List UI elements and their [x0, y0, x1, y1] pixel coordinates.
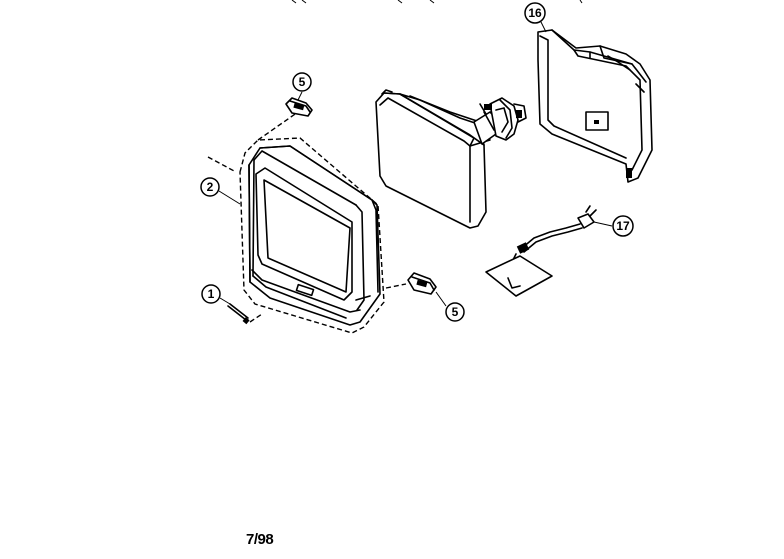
callout-front-cabinet: 2 — [200, 177, 220, 197]
callout-label: 2 — [207, 180, 214, 194]
leader-front-cabinet — [218, 190, 241, 205]
callout-label: 16 — [528, 6, 542, 20]
callout-label: 17 — [616, 219, 630, 233]
speaker-top-part — [285, 91, 313, 117]
footer-date: 7/98 — [246, 531, 274, 548]
speaker-right-part — [385, 272, 447, 307]
power-cord — [485, 205, 613, 297]
front-cabinet — [207, 111, 385, 334]
leader-screw — [219, 297, 231, 305]
callout-speaker-top: 5 — [292, 72, 312, 92]
top-edge-marks — [291, 0, 583, 4]
callout-back-cover: 16 — [524, 2, 546, 24]
back-cover — [537, 19, 653, 183]
callout-label: 5 — [299, 75, 306, 89]
callout-screw: 1 — [201, 284, 221, 304]
callout-power-cord: 17 — [612, 215, 634, 237]
picture-tube — [375, 89, 527, 229]
screw-part — [227, 303, 263, 325]
callout-speaker-right: 5 — [445, 302, 465, 322]
callout-label: 1 — [208, 287, 215, 301]
callout-label: 5 — [452, 305, 459, 319]
